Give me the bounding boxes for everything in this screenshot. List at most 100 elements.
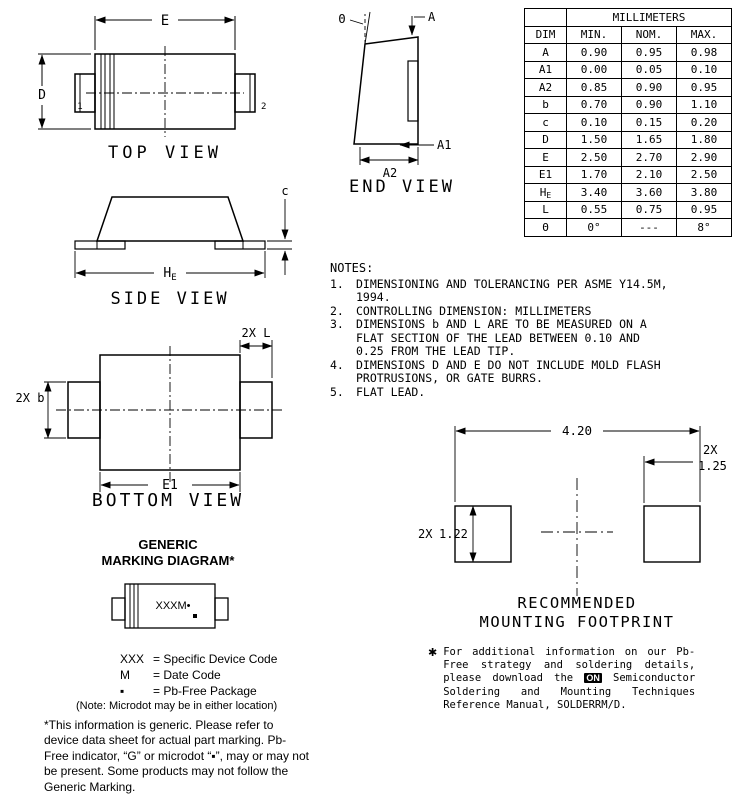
microdot-note: (Note: Microdot may be in either locatio… [76,700,278,712]
top-view-drawing: E D 1 2 TOP VIEW [38,13,266,163]
dim-label-theta: Θ [338,12,345,26]
table-row: A2 0.85 0.90 0.95 [524,78,732,97]
microdot [193,614,197,618]
dim-label-pad-height-prefix: 2X [418,527,433,541]
nom-cell: 3.60 [621,183,677,202]
note-item: 4. DIMENSIONS D AND E DO NOT INCLUDE MOL… [330,357,661,385]
footprint-left-pad [454,505,512,563]
side-view-drawing: c HE SIDE VIEW [74,184,292,309]
dim-cell: D [524,130,567,149]
dim-cell: E [524,148,567,167]
min-cell: 0.00 [566,60,622,79]
end-view-lead [407,60,419,122]
dim-label-he: HE [163,266,176,283]
col-header-max: MAX. [676,25,732,44]
legend-item: M= Date Code [120,668,221,682]
dimension-table: MILLIMETERS DIM MIN. NOM. MAX. A 0.90 0.… [524,8,732,237]
min-cell: 0.55 [566,200,622,219]
dim-label-e1: E1 [162,478,178,493]
top-view-cathode-band [100,54,115,129]
footprint-centerlines [541,478,613,596]
marking-diagram-title: GENERIC MARKING DIAGRAM* [55,537,281,569]
footprint-overall-dimension [454,426,701,502]
bottom-view-b-dimension [44,381,66,439]
note-item: 1. DIMENSIONING AND TOLERANCING PER ASME… [330,276,668,304]
dim-label-pad-width-prefix: 2X [703,443,718,457]
min-cell: 2.50 [566,148,622,167]
marking-title-line2: MARKING DIAGRAM* [101,553,235,568]
table-row: E1 1.70 2.10 2.50 [524,165,732,184]
dim-cell: E1 [524,165,567,184]
table-row: L 0.55 0.75 0.95 [524,200,732,219]
nom-cell: 0.05 [621,60,677,79]
marking-title-line1: GENERIC [138,537,198,552]
col-header-min: MIN. [566,25,622,44]
table-row: Θ 0° --- 8° [524,218,732,237]
marking-footnote: *This information is generic. Please ref… [44,718,309,794]
min-cell: 1.70 [566,165,622,184]
dim-label-pad-width: 1.25 [698,459,727,473]
table-header-row: DIM MIN. NOM. MAX. [524,25,732,44]
dim-cell: A [524,43,567,62]
legend-item: ▪= Pb-Free Package [120,684,257,698]
nom-cell: 2.10 [621,165,677,184]
side-view-c-dimension [267,199,292,275]
footprint-right-pad [643,505,701,563]
marking-package-drawing: XXXM• [111,583,229,629]
marking-legend: XXX= Specific Device Code M= Date Code ▪… [120,651,277,699]
on-semiconductor-logo: ON [584,673,602,684]
dim-label-overall: 4.20 [562,423,592,438]
side-view-left-lead [74,240,126,250]
marking-package-right-lead [214,597,229,621]
end-view-a2-dimension [359,147,419,165]
side-view-body [95,196,245,242]
top-view-centerlines [86,46,244,137]
bottom-view-centerlines [56,346,284,482]
dim-label-pad-height: 1.22 [439,527,468,541]
side-view-right-lead [214,240,266,250]
nom-cell: --- [621,218,677,237]
side-view-title: SIDE VIEW [110,289,229,309]
top-view-title: TOP VIEW [108,143,222,163]
dim-cell: b [524,95,567,114]
nom-cell: 0.90 [621,95,677,114]
nom-cell: 1.65 [621,130,677,149]
table-group-row: MILLIMETERS [524,8,732,27]
dim-cell: Θ [524,218,567,237]
table-row: b 0.70 0.90 1.10 [524,95,732,114]
dim-label-d: D [38,88,46,103]
end-view-drawing: Θ A A1 A2 END VIEW [338,10,452,197]
table-row: A 0.90 0.95 0.98 [524,43,732,62]
min-cell: 0° [566,218,622,237]
dim-label-a: A [428,10,436,24]
notes-title: NOTES: [330,261,374,275]
dim-label-e: E [161,13,169,29]
bottom-view-drawing: 2X L 2X b E1 BOTTOM VIEW [16,326,284,511]
table-row: A1 0.00 0.05 0.10 [524,60,732,79]
note-item: 5. FLAT LEAD. [330,384,426,399]
dim-label-a1: A1 [437,138,451,152]
top-view-d-dimension [38,53,91,130]
asterisk-icon: ✱ [428,646,438,659]
nom-cell: 0.90 [621,78,677,97]
bottom-view-title: BOTTOM VIEW [92,490,244,511]
end-view-a-dimension [408,16,425,36]
pbfree-footnote: ✱ For additional information on our Pb-F… [428,646,695,712]
table-row: D 1.50 1.65 1.80 [524,130,732,149]
bottom-view-l-dimension [239,340,273,378]
side-view-he-dimension [74,251,266,278]
footprint-pad-width-dimension [643,456,693,503]
dim-cell: L [524,200,567,219]
dim-cell: HE [524,183,567,202]
nom-cell: 2.70 [621,148,677,167]
min-cell: 0.70 [566,95,622,114]
max-cell: 2.90 [676,148,732,167]
max-cell: 2.50 [676,165,732,184]
table-row: E 2.50 2.70 2.90 [524,148,732,167]
max-cell: 8° [676,218,732,237]
nom-cell: 0.95 [621,43,677,62]
table-corner-cell [524,8,567,27]
table-unit-header: MILLIMETERS [566,8,732,27]
max-cell: 0.20 [676,113,732,132]
max-cell: 0.95 [676,200,732,219]
